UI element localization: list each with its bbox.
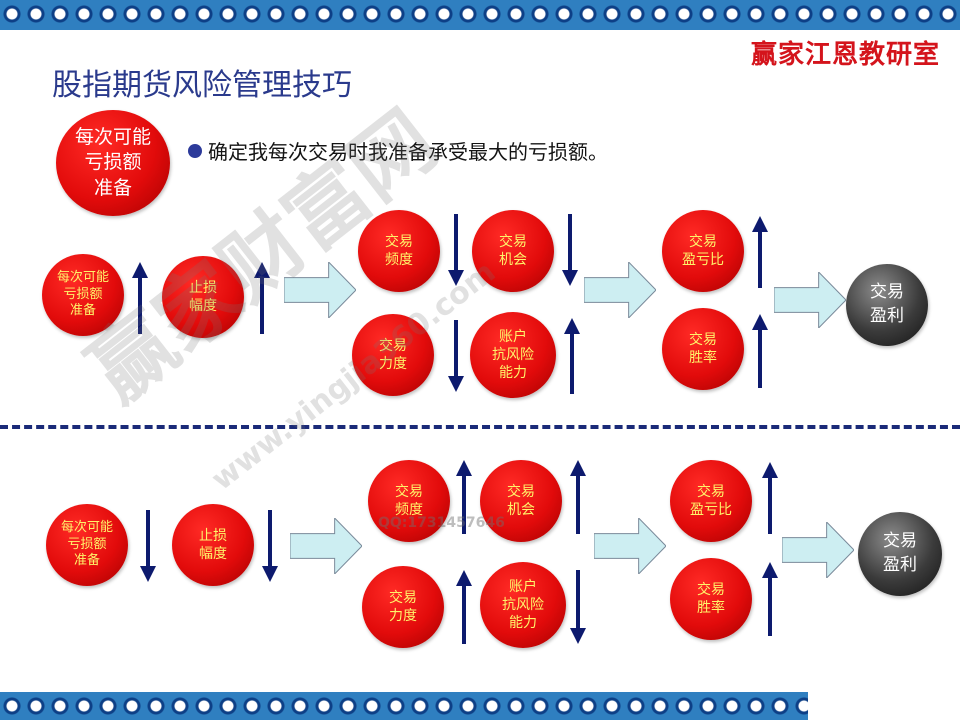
- top-risk-trend-arrow-icon: [564, 318, 580, 394]
- bottom-node-stop: 止损 幅度: [172, 504, 254, 586]
- bottom-stop-trend-arrow-icon: [262, 510, 278, 582]
- top-force-trend-arrow-icon: [448, 320, 464, 392]
- bottom-node-chance: 交易 机会: [480, 460, 562, 542]
- bottom-freq-trend-arrow-icon: [456, 460, 472, 534]
- top-win-rate-trend-arrow-icon: [752, 314, 768, 388]
- top-node-result: 交易 盈利: [846, 264, 928, 346]
- top-node-force: 交易 力度: [352, 314, 434, 396]
- top-node-win-rate: 交易 胜率: [662, 308, 744, 390]
- top-flow-block-arrow-1: [284, 262, 356, 318]
- bullet-dot-icon: [188, 143, 202, 158]
- intro-circle: 每次可能 亏损额 准备: [56, 110, 170, 216]
- bottom-node-freq: 交易 频度: [368, 460, 450, 542]
- bottom-chance-trend-arrow-icon: [570, 460, 586, 534]
- bullet-point: 确定我每次交易时我准备承受最大的亏损额。: [188, 136, 608, 165]
- bottom-force-trend-arrow-icon: [456, 570, 472, 644]
- bottom-node-pl-ratio: 交易 盈亏比: [670, 460, 752, 542]
- bottom-node-force: 交易 力度: [362, 566, 444, 648]
- top-pl-ratio-trend-arrow-icon: [752, 216, 768, 288]
- top-loss-trend-arrow-icon: [132, 262, 148, 334]
- top-chance-trend-arrow-icon: [562, 214, 578, 286]
- top-node-risk: 账户 抗风险 能力: [470, 312, 556, 398]
- top-node-freq: 交易 频度: [358, 210, 440, 292]
- top-node-stop: 止损 幅度: [162, 256, 244, 338]
- bottom-flow-block-arrow-1: [290, 518, 362, 574]
- bottom-pl-ratio-trend-arrow-icon: [762, 462, 778, 534]
- decorative-wave-band-bottom: [0, 692, 808, 720]
- slide-title: 股指期货风险管理技巧: [52, 68, 352, 103]
- bottom-win-rate-trend-arrow-icon: [762, 562, 778, 636]
- top-node-pl-ratio: 交易 盈亏比: [662, 210, 744, 292]
- top-freq-trend-arrow-icon: [448, 214, 464, 286]
- bottom-node-win-rate: 交易 胜率: [670, 558, 752, 640]
- bottom-node-loss: 每次可能 亏损额 准备: [46, 504, 128, 586]
- bottom-flow-block-arrow-3: [782, 522, 854, 578]
- decorative-wave-band-top: [0, 0, 960, 30]
- top-node-chance: 交易 机会: [472, 210, 554, 292]
- top-flow-block-arrow-3: [774, 272, 846, 328]
- bottom-loss-trend-arrow-icon: [140, 510, 156, 582]
- bullet-text: 确定我每次交易时我准备承受最大的亏损额。: [208, 140, 608, 164]
- top-flow-block-arrow-2: [584, 262, 656, 318]
- bottom-risk-trend-arrow-icon: [570, 570, 586, 644]
- bottom-node-risk: 账户 抗风险 能力: [480, 562, 566, 648]
- watermark-qq: QQ:1731457646: [378, 515, 505, 531]
- bottom-node-result: 交易 盈利: [858, 512, 942, 596]
- section-divider: [0, 425, 960, 429]
- brand-label: 赢家江恩教研室: [750, 40, 940, 70]
- top-stop-trend-arrow-icon: [254, 262, 270, 334]
- bottom-flow-block-arrow-2: [594, 518, 666, 574]
- top-node-loss: 每次可能 亏损额 准备: [42, 254, 124, 336]
